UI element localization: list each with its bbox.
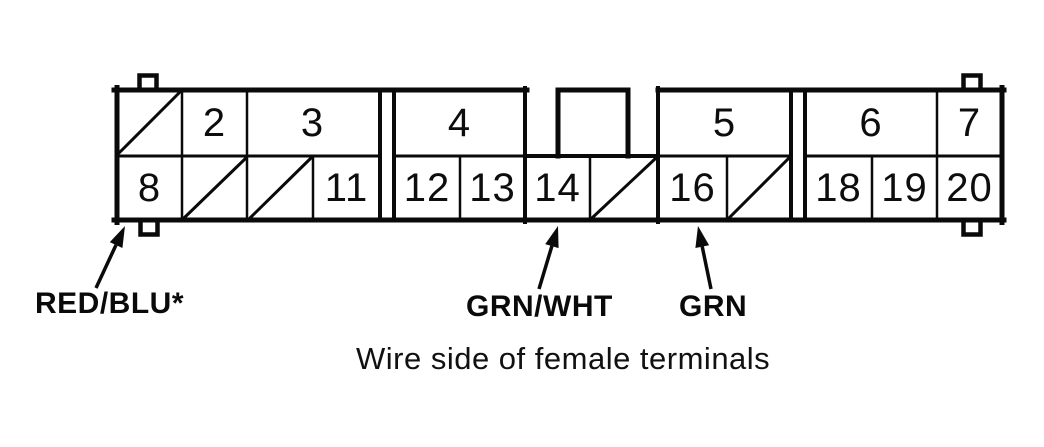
terminal-cell-11: 11: [324, 165, 369, 210]
mount-tab-bottom-left: [138, 218, 160, 237]
key-notch-outline: [555, 87, 631, 159]
terminal-cell-14: 14: [534, 165, 581, 210]
terminal-cell-7: 7: [957, 100, 982, 145]
empty-cell-10: [248, 156, 313, 220]
terminal-cell-18: 18: [815, 165, 862, 210]
arrow-red-blu: [94, 226, 125, 289]
callout-arrows: [94, 226, 713, 290]
terminal-cell-3: 3: [300, 100, 325, 145]
terminal-cell-8: 8: [137, 165, 162, 210]
cell-walls: [180, 88, 939, 222]
arrow-grn-wht: [537, 226, 559, 290]
terminal-cell-19: 19: [881, 165, 928, 210]
section-dividers: [378, 86, 807, 224]
mount-tab-top-right: [961, 73, 983, 92]
terminal-cell-12: 12: [403, 165, 451, 210]
terminal-cell-20: 20: [946, 165, 993, 210]
mount-tabs: [137, 73, 983, 237]
empty-cell-1: [117, 90, 182, 156]
terminal-cell-5: 5: [712, 100, 737, 145]
wire-label-red-blu: RED/BLU*: [35, 287, 185, 320]
terminal-cell-4: 4: [447, 100, 472, 145]
empty-cell-17: [727, 156, 791, 220]
terminal-cell-6: 6: [859, 100, 883, 145]
empty-cell-9: [182, 156, 248, 220]
empty-cell-slashes: [116, 90, 791, 220]
arrow-grn: [695, 226, 713, 290]
terminal-cell-2: 2: [202, 100, 227, 145]
terminal-cell-13: 13: [469, 165, 516, 210]
key-notch-block: [558, 90, 628, 156]
empty-cell-15: [590, 156, 658, 220]
mount-tab-top-left: [137, 73, 159, 92]
terminal-cell-16: 16: [669, 165, 716, 210]
diagram-caption: Wire side of female terminals: [356, 341, 771, 376]
mount-tab-bottom-right: [961, 218, 983, 237]
wire-label-grn-wht: GRN/WHT: [466, 290, 613, 323]
wire-label-grn: GRN: [679, 290, 748, 323]
